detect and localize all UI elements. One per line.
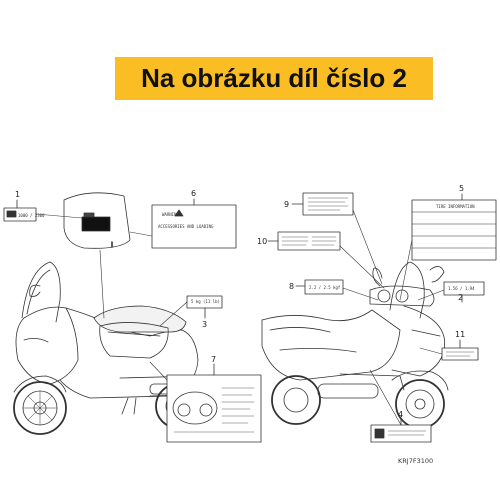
warning-body: ACCESSORIES AND LOADING bbox=[158, 224, 214, 229]
callout-4: 4 bbox=[398, 410, 403, 419]
svg-text:1.56 / 1.94: 1.56 / 1.94 bbox=[448, 286, 475, 291]
svg-text:1000 / 2300: 1000 / 2300 bbox=[18, 213, 45, 218]
callout-9: 9 bbox=[284, 200, 289, 209]
title-banner: Na obrázku díl číslo 2 bbox=[115, 57, 433, 100]
maintenance-label bbox=[149, 361, 262, 443]
callout-6: 6 bbox=[191, 189, 196, 198]
callout-1: 1 bbox=[15, 190, 20, 199]
banner-title: Na obrázku díl číslo 2 bbox=[141, 63, 407, 93]
callout-11: 11 bbox=[455, 330, 465, 339]
warning-label bbox=[151, 198, 237, 249]
label-2: 1.56 / 1.94 bbox=[417, 281, 485, 303]
left-scooter-drawing bbox=[13, 261, 212, 435]
callout-10: 10 bbox=[257, 237, 267, 246]
warning-title: WARNING bbox=[162, 212, 179, 217]
callout-2: 2 bbox=[458, 293, 463, 302]
diagram-code: KRJ7F3100 bbox=[398, 457, 433, 465]
label-11 bbox=[419, 339, 479, 361]
tire-info-title: TIRE INFORMATION bbox=[436, 204, 475, 209]
left-label-group: 1000 / 2300 bbox=[3, 192, 153, 319]
callout-8: 8 bbox=[289, 282, 294, 291]
tire-info-label bbox=[399, 193, 497, 301]
svg-text:5 kg (11 lb): 5 kg (11 lb) bbox=[191, 299, 220, 304]
callout-3: 3 bbox=[202, 320, 207, 329]
label-8: 2.2 / 2.5 kgf bbox=[295, 279, 379, 301]
callout-5: 5 bbox=[459, 184, 464, 193]
svg-text:2.2 / 2.5 kgf: 2.2 / 2.5 kgf bbox=[309, 285, 341, 290]
label-9 bbox=[291, 192, 383, 285]
seat-label: 5 kg (11 lb) bbox=[159, 295, 223, 327]
callout-7: 7 bbox=[211, 355, 216, 364]
right-scooter-drawing bbox=[261, 261, 449, 429]
label-10 bbox=[267, 231, 385, 289]
label-4 bbox=[369, 369, 432, 443]
